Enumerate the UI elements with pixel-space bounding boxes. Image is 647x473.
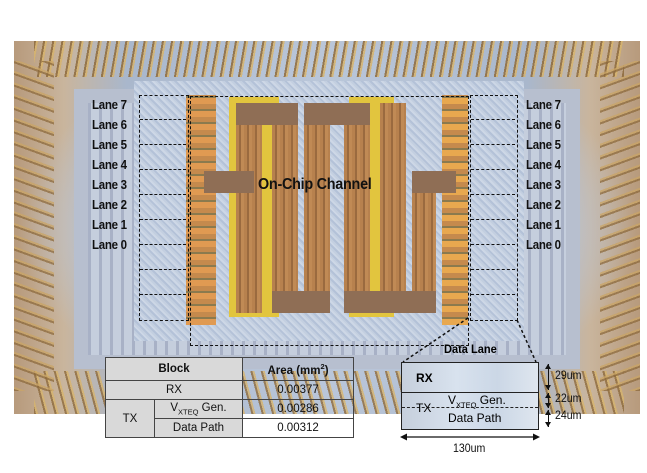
- datapath-height-arrow: [545, 410, 551, 427]
- rx-block-cell: RX: [105, 380, 243, 400]
- right-lane-label: Lane 4: [526, 158, 561, 172]
- bond-wires-right: [600, 61, 640, 391]
- rx-height-label: 29um: [555, 370, 582, 382]
- channel-trace: [272, 103, 298, 313]
- tx-divider: [402, 407, 538, 408]
- area-header: Area (mm2): [242, 357, 354, 381]
- right-lane-label: Lane 6: [526, 118, 561, 132]
- lane-divider: [140, 194, 186, 195]
- lane-divider: [471, 269, 515, 270]
- vxteq-height-label: 22um: [555, 393, 582, 405]
- lane-divider: [471, 244, 515, 245]
- tx-group-cell: TX: [105, 399, 155, 438]
- bond-wires-left: [14, 61, 54, 391]
- on-chip-channel-label: On-Chip Channel: [258, 176, 372, 193]
- block-header: Block: [105, 357, 243, 381]
- vxteq-label: VXTEQ Gen.: [448, 393, 506, 410]
- channel-trace: [204, 171, 254, 193]
- left-lanes-outline: [139, 95, 189, 321]
- datapath-height-label: 24um: [555, 410, 582, 422]
- data-lane-inset: RX VXTEQ Gen. TX Data Path: [401, 362, 539, 430]
- rx-label: RX: [416, 371, 433, 385]
- lane-divider: [471, 119, 515, 120]
- left-lane-label: Lane 2: [92, 198, 127, 212]
- left-lane-label: Lane 0: [92, 238, 127, 252]
- right-lane-label: Lane 2: [526, 198, 561, 212]
- channel-trace: [412, 171, 456, 193]
- lane-divider: [471, 194, 515, 195]
- left-lane-label: Lane 7: [92, 98, 127, 112]
- lane-divider: [140, 169, 186, 170]
- lane-divider: [140, 244, 186, 245]
- bond-wires-top: [34, 41, 624, 77]
- lane-divider: [140, 269, 186, 270]
- datapath-block-cell: Data Path: [154, 418, 243, 438]
- left-lane-label: Lane 6: [92, 118, 127, 132]
- right-transceiver-block: [442, 95, 468, 325]
- channel-trace: [304, 103, 370, 125]
- channel-trace: [344, 103, 370, 313]
- right-lane-label: Lane 0: [526, 238, 561, 252]
- callout-line-left: [402, 317, 469, 363]
- right-lane-label: Lane 5: [526, 138, 561, 152]
- rx-area-cell: 0.00377: [242, 380, 354, 400]
- left-lane-label: Lane 3: [92, 178, 127, 192]
- tx-label: TX: [416, 401, 432, 415]
- datapath-area-cell: 0.00312: [242, 418, 354, 438]
- datapath-label: Data Path: [448, 411, 502, 425]
- channel-outline: [190, 96, 469, 346]
- right-lane-label: Lane 7: [526, 98, 561, 112]
- table-header-row: Block Area (mm2): [105, 357, 354, 381]
- lane-divider: [471, 294, 515, 295]
- data-lane-title: Data Lane: [444, 342, 497, 356]
- right-lanes-outline: [470, 95, 518, 321]
- callout-line-right: [516, 319, 537, 363]
- channel-trace: [380, 291, 436, 313]
- left-lane-label: Lane 5: [92, 138, 127, 152]
- right-lane-label: Lane 3: [526, 178, 561, 192]
- table-row: TX VXTEQ Gen. 0.00286: [105, 399, 354, 438]
- vxteq-height-arrow: [545, 393, 551, 408]
- channel-trace: [304, 103, 330, 313]
- lane-divider: [471, 219, 515, 220]
- right-lane-label: Lane 1: [526, 218, 561, 232]
- rx-height-arrow: [545, 364, 551, 390]
- left-lane-label: Lane 1: [92, 218, 127, 232]
- channel-trace: [236, 103, 298, 125]
- vxteq-area-cell: 0.00286: [242, 399, 354, 419]
- lane-divider: [471, 144, 515, 145]
- left-lane-label: Lane 4: [92, 158, 127, 172]
- width-label: 130um: [453, 443, 486, 455]
- table-row: Data Path 0.00312: [106, 418, 354, 438]
- table-row: RX 0.00377: [105, 380, 354, 400]
- lane-divider: [140, 144, 186, 145]
- lane-divider: [140, 119, 186, 120]
- vxteq-block-cell: VXTEQ Gen.: [154, 399, 243, 419]
- lane-divider: [140, 219, 186, 220]
- width-arrow: [400, 433, 540, 441]
- channel-trace: [380, 103, 406, 313]
- area-table: Block Area (mm2) RX 0.00377 TX VXTEQ Gen…: [105, 357, 354, 438]
- channel-trace: [236, 103, 262, 313]
- lane-divider: [471, 169, 515, 170]
- rx-region: RX: [402, 363, 538, 393]
- channel-trace: [272, 291, 330, 313]
- left-transceiver-block: [186, 95, 216, 325]
- lane-divider: [140, 294, 186, 295]
